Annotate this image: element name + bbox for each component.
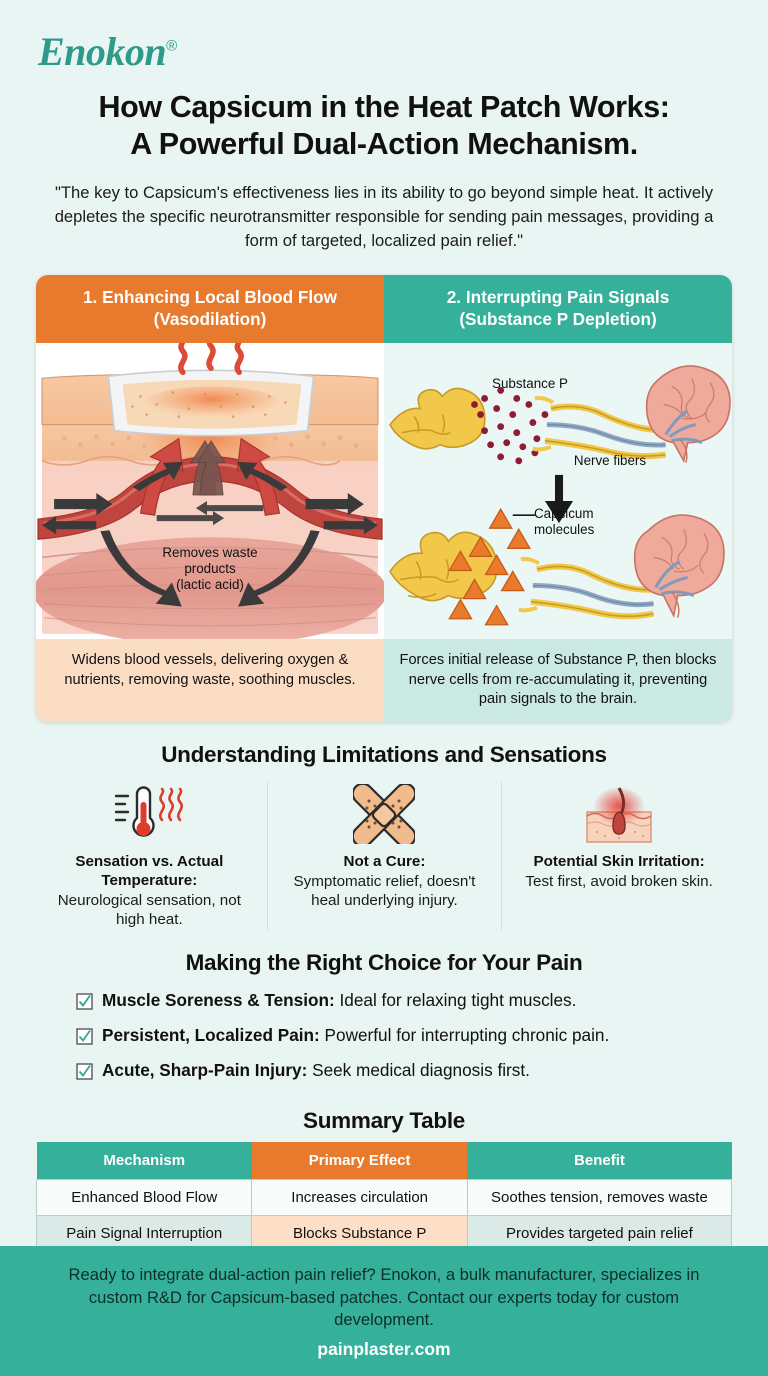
table-cell: Increases circulation xyxy=(251,1179,468,1217)
table-cell: Pain Signal Interruption xyxy=(35,1215,253,1253)
choice-text: Acute, Sharp-Pain Injury: Seek medical d… xyxy=(102,1058,530,1084)
registered-mark-icon: ® xyxy=(166,37,177,55)
substance-p-dots xyxy=(471,387,549,465)
table-cell: Blocks Substance P xyxy=(251,1215,468,1253)
brand-name: Enokon xyxy=(38,29,167,74)
limitation-item-not-a-cure: Not a Cure: Symptomatic relief, doesn't … xyxy=(266,782,502,930)
choice-bold: Muscle Soreness & Tension: xyxy=(102,990,335,1011)
page-title: How Capsicum in the Heat Patch Works: A … xyxy=(20,89,748,163)
brain-icon-bottom xyxy=(633,514,725,619)
panel-heading-line1: 2. Interrupting Pain Signals xyxy=(446,287,670,308)
limitation-heading: Potential Skin Irritation: xyxy=(533,853,705,871)
capsicum-molecules-label: Capsicum molecules xyxy=(534,506,595,538)
limitation-item-sensation: Sensation vs. Actual Temperature: Neurol… xyxy=(32,782,267,930)
panel-substance-p: 2. Interrupting Pain Signals (Substance … xyxy=(384,275,732,723)
limitation-heading: Sensation vs. Actual Temperature: xyxy=(75,853,224,889)
irritated-skin-icon xyxy=(512,782,726,844)
nerve-signal-illustration: Substance P Nerve fibers Capsicum molecu… xyxy=(384,343,732,640)
panel-vasodilation: 1. Enhancing Local Blood Flow (Vasodilat… xyxy=(36,275,384,723)
table-header-mechanism: Mechanism xyxy=(36,1142,252,1180)
limitation-item-skin-irritation: Potential Skin Irritation: Test first, a… xyxy=(501,782,736,930)
table-cell: Soothes tension, removes waste xyxy=(466,1179,733,1217)
brain-icon-top xyxy=(645,365,731,464)
summary-table: Mechanism Primary Effect Benefit Enhance… xyxy=(35,1142,733,1253)
panel-heading-line2: (Substance P Depletion) xyxy=(459,308,657,329)
heat-wave-icon xyxy=(178,343,244,376)
choice-item: Acute, Sharp-Pain Injury: Seek medical d… xyxy=(76,1055,768,1090)
brand-logo: Enokon® xyxy=(0,0,768,75)
summary-title: Summary Table xyxy=(303,1108,465,1134)
footer-cta: Ready to integrate dual-action pain reli… xyxy=(0,1246,768,1376)
checkbox-checked-icon xyxy=(76,992,93,1018)
page-title-line1: How Capsicum in the Heat Patch Works: xyxy=(98,90,670,124)
footer-website-link[interactable]: painplaster.com xyxy=(317,1339,451,1359)
dual-mechanism-panels: 1. Enhancing Local Blood Flow (Vasodilat… xyxy=(36,275,732,723)
choice-rest: Seek medical diagnosis first. xyxy=(307,1059,530,1080)
table-header-primary-effect: Primary Effect xyxy=(251,1142,468,1180)
limitation-body: Neurological sensation, not high heat. xyxy=(57,891,241,929)
down-arrow-icon xyxy=(544,474,574,524)
choice-text: Persistent, Localized Pain: Powerful for… xyxy=(102,1023,609,1049)
bandage-cross-icon xyxy=(278,782,492,845)
thermometer-heat-icon xyxy=(42,782,257,844)
limitation-heading: Not a Cure: xyxy=(343,853,426,871)
neuron-bottom xyxy=(389,531,498,602)
skin-blood-flow-illustration: Removes waste products (lactic acid) xyxy=(36,343,384,640)
choice-rest: Powerful for interrupting chronic pain. xyxy=(319,1025,610,1046)
limitations-title: Understanding Limitations and Sensations xyxy=(161,742,607,768)
panel-heading-line1: 1. Enhancing Local Blood Flow xyxy=(82,287,337,308)
waste-label: Removes waste products (lactic acid) xyxy=(162,545,258,593)
panel-heading-line2: (Vasodilation) xyxy=(153,308,267,329)
choices-list: Muscle Soreness & Tension: Ideal for rel… xyxy=(0,986,768,1090)
checkbox-checked-icon xyxy=(76,1027,93,1053)
footer-text: Ready to integrate dual-action pain reli… xyxy=(68,1265,700,1329)
panel-vasodilation-caption: Widens blood vessels, delivering oxygen … xyxy=(36,639,384,723)
checkbox-checked-icon xyxy=(76,1062,93,1088)
choice-text: Muscle Soreness & Tension: Ideal for rel… xyxy=(102,988,576,1014)
skin-cross-section-svg xyxy=(36,343,384,640)
substance-p-label: Substance P xyxy=(492,376,568,392)
panel-substance-p-heading: 2. Interrupting Pain Signals (Substance … xyxy=(384,275,732,344)
waste-removal-arrow xyxy=(100,530,320,607)
brand-logo-text: Enokon® xyxy=(38,28,177,75)
limitations-row: Sensation vs. Actual Temperature: Neurol… xyxy=(32,782,736,930)
choice-item: Muscle Soreness & Tension: Ideal for rel… xyxy=(76,986,768,1021)
limitation-body: Test first, avoid broken skin. xyxy=(525,872,713,890)
panel-vasodilation-heading: 1. Enhancing Local Blood Flow (Vasodilat… xyxy=(36,275,384,344)
choices-title: Making the Right Choice for Your Pain xyxy=(185,949,583,975)
capsicum-molecule-triangles xyxy=(448,507,531,626)
page-subtitle: "The key to Capsicum's effectiveness lie… xyxy=(54,183,714,251)
table-header-row: Mechanism Primary Effect Benefit xyxy=(36,1142,732,1180)
choice-item: Persistent, Localized Pain: Powerful for… xyxy=(76,1021,768,1056)
table-row: Enhanced Blood Flow Increases circulatio… xyxy=(35,1179,733,1217)
table-row: Pain Signal Interruption Blocks Substanc… xyxy=(35,1215,733,1253)
circulation-arrow xyxy=(42,461,378,535)
choice-rest: Ideal for relaxing tight muscles. xyxy=(334,990,577,1011)
panel-substance-p-caption: Forces initial release of Substance P, t… xyxy=(384,639,732,723)
nerve-brain-svg xyxy=(384,343,732,640)
summary-table-wrap: Mechanism Primary Effect Benefit Enhance… xyxy=(35,1142,733,1253)
choice-bold: Acute, Sharp-Pain Injury: xyxy=(102,1059,308,1080)
choice-bold: Persistent, Localized Pain: xyxy=(102,1025,320,1046)
limitation-body: Symptomatic relief, doesn't heal underly… xyxy=(293,872,476,910)
neuron-top xyxy=(389,387,486,450)
page-title-line2: A Powerful Dual-Action Mechanism. xyxy=(130,127,638,162)
nerve-fibers-label: Nerve fibers xyxy=(573,453,647,469)
table-header-benefit: Benefit xyxy=(467,1142,732,1180)
table-cell: Provides targeted pain relief xyxy=(466,1215,733,1253)
table-cell: Enhanced Blood Flow xyxy=(35,1179,253,1217)
